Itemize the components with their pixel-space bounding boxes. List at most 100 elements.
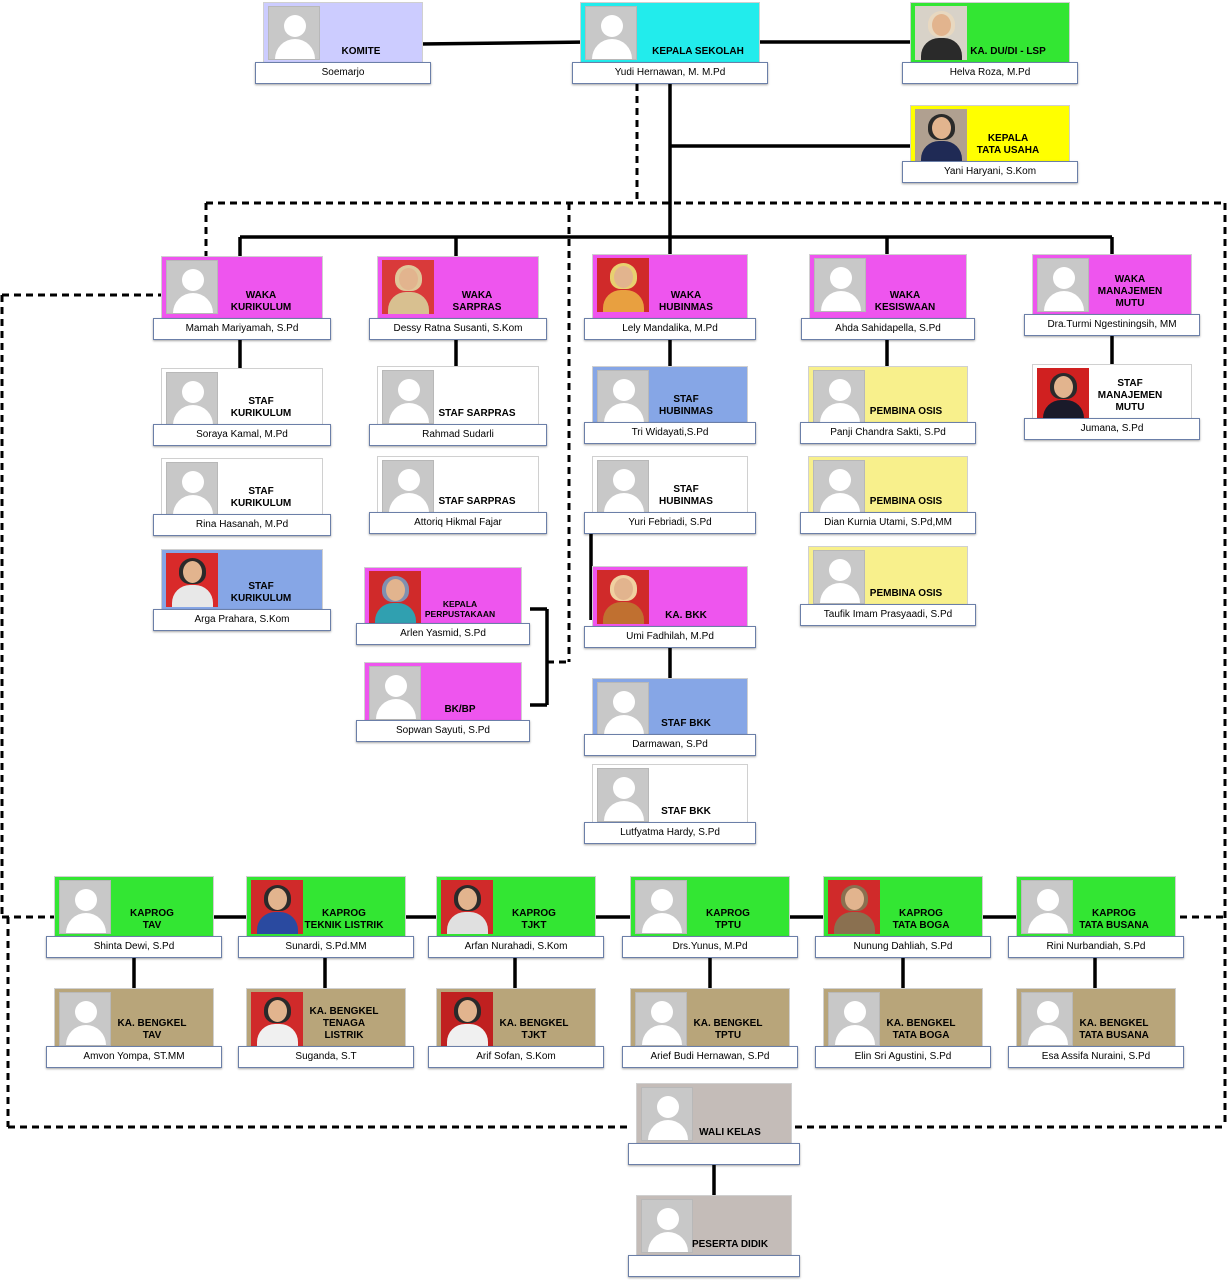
name-label: Arief Budi Hernawan, S.Pd	[622, 1046, 798, 1068]
card-staf-hub-2: STAF HUBINMAS Yuri Febriadi, S.Pd	[584, 456, 756, 534]
name-label: Lutfyatma Hardy, S.Pd	[584, 822, 756, 844]
name-label	[628, 1255, 800, 1277]
portrait-photo	[441, 992, 493, 1046]
name-label: Yani Haryani, S.Kom	[902, 161, 1078, 183]
avatar-placeholder-icon	[813, 460, 865, 514]
name-label: Soemarjo	[255, 62, 431, 84]
name-label: Arfan Nurahadi, S.Kom	[428, 936, 604, 958]
name-label: Arga Prahara, S.Kom	[153, 609, 331, 631]
card-bengkel-tptu: KA. BENGKEL TPTU Arief Budi Hernawan, S.P…	[622, 988, 798, 1068]
card-bk-bp: BK/BP Sopwan Sayuti, S.Pd	[356, 662, 530, 742]
portrait-photo	[597, 570, 649, 624]
name-label: Elin Sri Agustini, S.Pd	[815, 1046, 991, 1068]
portrait-photo	[441, 880, 493, 934]
portrait-photo	[915, 6, 967, 60]
avatar-placeholder-icon	[828, 992, 880, 1046]
role-label: KA. BKK	[665, 610, 707, 621]
name-label: Sopwan Sayuti, S.Pd	[356, 720, 530, 742]
role-label: STAF HUBINMAS	[659, 394, 713, 417]
avatar-placeholder-icon	[166, 372, 218, 426]
avatar-placeholder-icon	[166, 462, 218, 516]
avatar-placeholder-icon	[382, 370, 434, 424]
name-label: Umi Fadhilah, M.Pd	[584, 626, 756, 648]
card-peserta-didik: PESERTA DIDIK	[628, 1195, 800, 1277]
role-label: KAPROG TPTU	[706, 908, 750, 931]
avatar-placeholder-icon	[1021, 992, 1073, 1046]
role-label: STAF KURIKULUM	[230, 581, 292, 604]
name-label: Rini Nurbandiah, S.Pd	[1008, 936, 1184, 958]
role-label: KA. BENGKEL TENAGA LISTRIK	[309, 1006, 379, 1041]
role-label: KAPROG TEKNIK LISTRIK	[304, 908, 384, 931]
card-wali-kelas: WALI KELAS	[628, 1083, 800, 1165]
name-label: Yuri Febriadi, S.Pd	[584, 512, 756, 534]
avatar-placeholder-icon	[635, 992, 687, 1046]
name-label: Soraya Kamal, M.Pd	[153, 424, 331, 446]
portrait-photo	[382, 260, 434, 314]
card-bengkel-tl: KA. BENGKEL TENAGA LISTRIK Suganda, S.T	[238, 988, 414, 1068]
avatar-placeholder-icon	[813, 550, 865, 604]
avatar-placeholder-icon	[59, 880, 111, 934]
avatar-placeholder-icon	[382, 460, 434, 514]
role-label: KA. BENGKEL TAV	[117, 1018, 187, 1041]
name-label: Panji Chandra Sakti, S.Pd	[800, 422, 976, 444]
role-label: KEPALA TATA USAHA	[976, 133, 1040, 156]
avatar-placeholder-icon	[635, 880, 687, 934]
role-label: KAPROG TATA BUSANA	[1079, 908, 1149, 931]
portrait-photo	[369, 571, 421, 625]
role-label: KA. BENGKEL TPTU	[693, 1018, 763, 1041]
role-label: KA. DU/DI - LSP	[970, 46, 1046, 57]
name-label: Rina Hasanah, M.Pd	[153, 514, 331, 536]
role-label: PEMBINA OSIS	[869, 496, 943, 507]
role-label: WAKA KURIKULUM	[230, 290, 292, 313]
role-label: STAF KURIKULUM	[230, 486, 292, 509]
card-kaprog-tl: KAPROG TEKNIK LISTRIK Sunardi, S.Pd.MM	[238, 876, 414, 958]
portrait-photo	[597, 258, 649, 312]
role-label: STAF BKK	[661, 718, 711, 729]
card-kepala-perpus: KEPALA PERPUSTAKAAN Arlen Yasmid, S.Pd	[356, 567, 530, 645]
avatar-placeholder-icon	[1021, 880, 1073, 934]
portrait-photo	[251, 992, 303, 1046]
name-label: Dessy Ratna Susanti, S.Kom	[369, 318, 547, 340]
name-label: Suganda, S.T	[238, 1046, 414, 1068]
name-label: Nunung Dahliah, S.Pd	[815, 936, 991, 958]
name-label: Jumana, S.Pd	[1024, 418, 1200, 440]
portrait-photo	[1037, 368, 1089, 422]
role-label: BK/BP	[444, 704, 476, 715]
role-label: STAF HUBINMAS	[659, 484, 713, 507]
avatar-placeholder-icon	[814, 258, 866, 312]
card-bengkel-boga: KA. BENGKEL TATA BOGA Elin Sri Agustini, …	[815, 988, 991, 1068]
avatar-placeholder-icon	[585, 6, 637, 60]
role-label: STAF KURIKULUM	[230, 396, 292, 419]
role-label: WAKA HUBINMAS	[659, 290, 713, 313]
name-label: Arlen Yasmid, S.Pd	[356, 623, 530, 645]
name-label: Sunardi, S.Pd.MM	[238, 936, 414, 958]
name-label	[628, 1143, 800, 1165]
role-label: STAF SARPRAS	[438, 496, 516, 507]
card-staf-bkk-1: STAF BKK Darmawan, S.Pd	[584, 678, 756, 756]
card-kepala-tu: KEPALA TATA USAHA Yani Haryani, S.Kom	[902, 105, 1078, 183]
avatar-placeholder-icon	[166, 260, 218, 314]
name-label: Shinta Dewi, S.Pd	[46, 936, 222, 958]
card-kaprog-tav: KAPROG TAV Shinta Dewi, S.Pd	[46, 876, 222, 958]
name-label: Darmawan, S.Pd	[584, 734, 756, 756]
card-staf-kur-2: STAF KURIKULUM Rina Hasanah, M.Pd	[153, 458, 331, 536]
role-label: KEPALA PERPUSTAKAAN	[424, 599, 496, 619]
role-label: PESERTA DIDIK	[691, 1239, 769, 1250]
name-label: Helva Roza, M.Pd	[902, 62, 1078, 84]
role-label: KAPROG TATA BOGA	[892, 908, 950, 931]
role-label: KAPROG TAV	[130, 908, 174, 931]
role-label: KA. BENGKEL TATA BOGA	[886, 1018, 956, 1041]
avatar-placeholder-icon	[369, 666, 421, 720]
portrait-photo	[166, 553, 218, 607]
